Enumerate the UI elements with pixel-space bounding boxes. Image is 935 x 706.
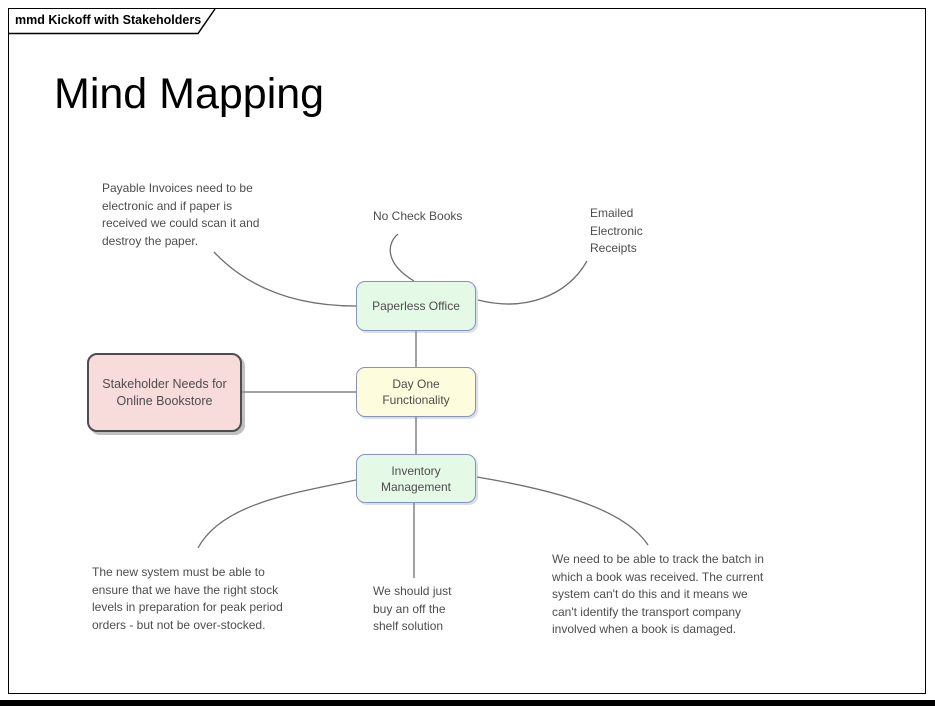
node-paperless-office[interactable]: Paperless Office (356, 281, 476, 331)
node-stakeholder-needs[interactable]: Stakeholder Needs for Online Bookstore (87, 353, 242, 432)
annotation-stock-levels[interactable]: The new system must be able to ensure th… (92, 565, 283, 632)
node-label: Paperless Office (372, 299, 460, 313)
diagram-title: Mind Mapping (54, 70, 325, 118)
node-day-one-functionality[interactable]: Day One Functionality (356, 367, 476, 417)
window-bottom-edge (0, 700, 935, 706)
node-label: Stakeholder Needs for Online Bookstore (102, 376, 227, 408)
connector-emailed-to-paperless[interactable] (477, 260, 588, 305)
annotation-off-the-shelf[interactable]: We should just buy an off the shelf solu… (373, 584, 452, 633)
annotation-no-check-books[interactable]: No Check Books (373, 209, 463, 223)
node-label: Inventory Management (380, 463, 452, 494)
diagram-frame (8, 8, 926, 694)
annotation-emailed-receipts[interactable]: Emailed Electronic Receipts (590, 206, 643, 255)
connector-inventory-to-stock[interactable] (197, 479, 357, 549)
annotation-payable-invoices[interactable]: Payable Invoices need to be electronic a… (102, 181, 260, 248)
node-inventory-management[interactable]: Inventory Management (356, 454, 476, 503)
annotation-batch-tracking[interactable]: We need to be able to track the batch in… (552, 552, 764, 636)
connector-inventory-to-batch[interactable] (476, 476, 649, 546)
node-label: Day One Functionality (382, 377, 450, 407)
connector-payable-to-paperless[interactable] (213, 251, 357, 307)
frame-tab-label: mmd Kickoff with Stakeholders (15, 13, 202, 27)
frame-tab (8, 8, 216, 35)
connector-nocheck-to-paperless[interactable] (389, 233, 415, 282)
